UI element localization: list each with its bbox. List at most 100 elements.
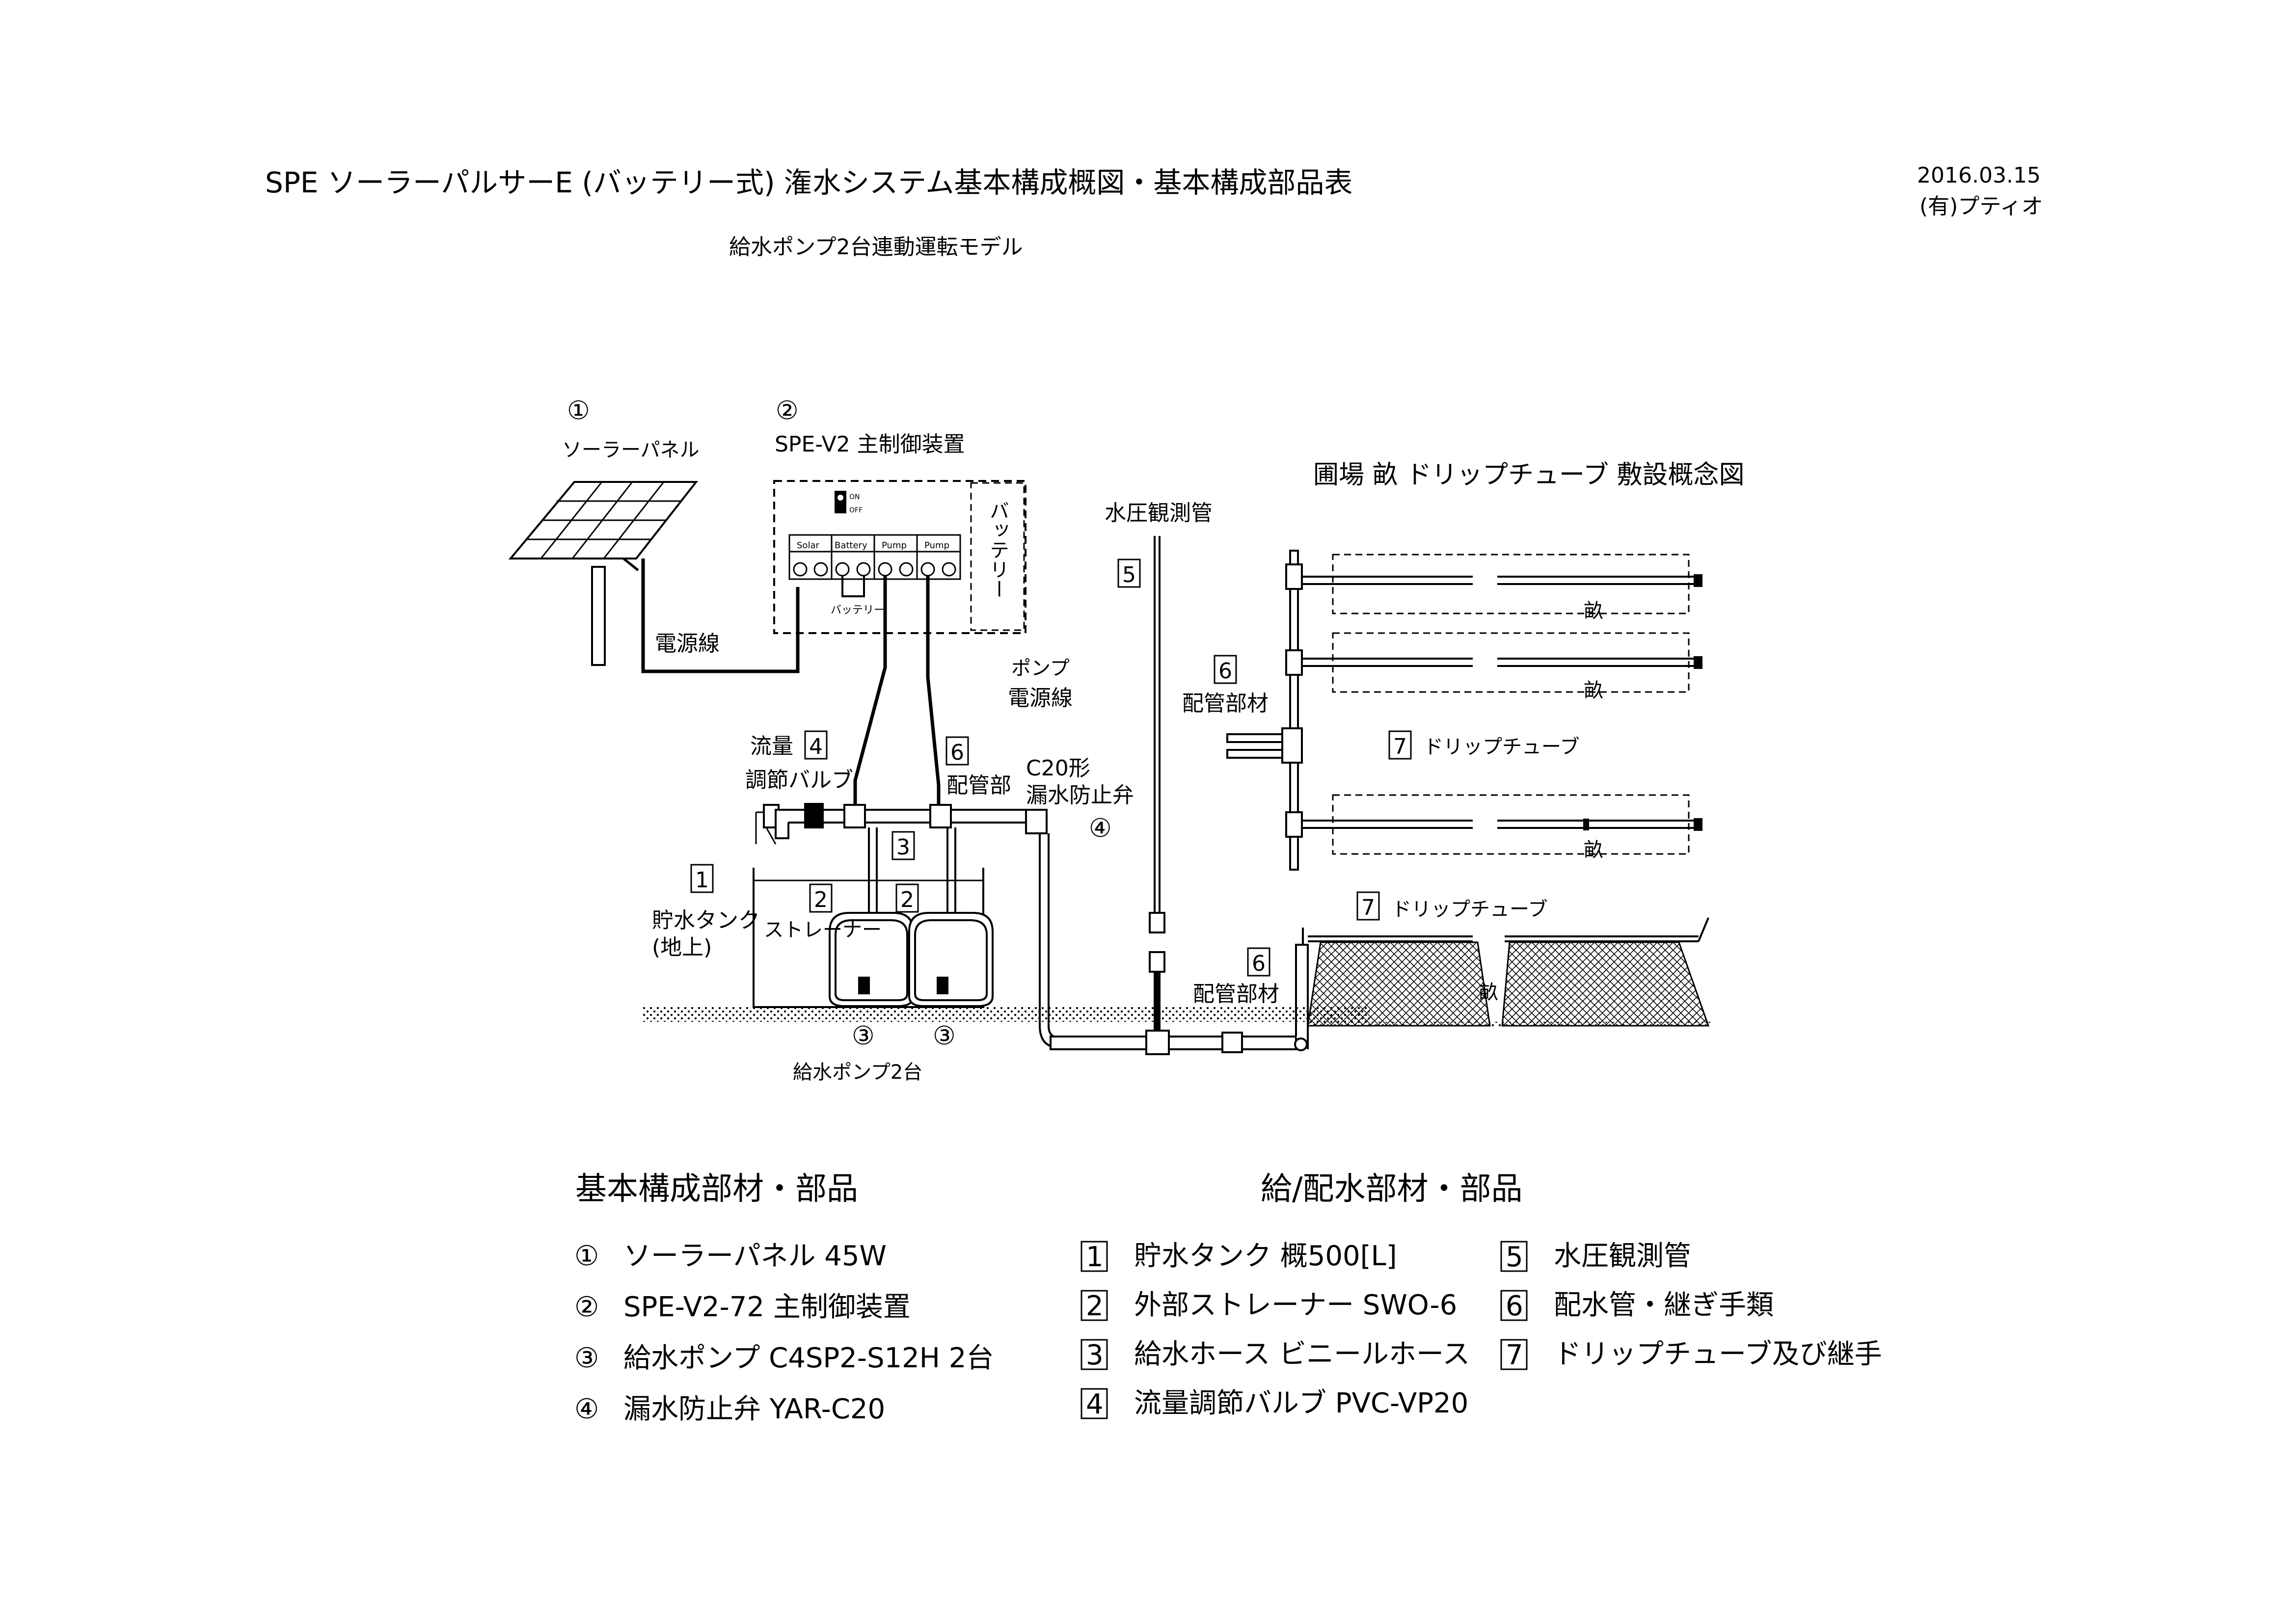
list-item: 6 配水管・継ぎ手類 xyxy=(1500,1289,1774,1322)
svg-text:7: 7 xyxy=(1506,1339,1523,1371)
svg-text:ドリップチューブ及び継手: ドリップチューブ及び継手 xyxy=(1554,1338,1882,1370)
pump-cable-2 xyxy=(926,576,941,815)
terminal-battery-label: Battery xyxy=(835,540,867,551)
svg-text:給水ホース ビニールホース: 給水ホース ビニールホース xyxy=(1134,1338,1470,1370)
power-line-wire xyxy=(641,559,800,673)
check-valve-number: ④ xyxy=(1089,814,1112,843)
page-subtitle: 給水ポンプ2台連動運転モデル xyxy=(729,235,1023,260)
battery-box-label: バッテリー xyxy=(986,501,1009,599)
pressure-observation-tube xyxy=(1149,536,1165,1036)
pump-label: 給水ポンプ2台 xyxy=(793,1061,922,1084)
svg-text:漏水防止弁 YAR-C20: 漏水防止弁 YAR-C20 xyxy=(623,1393,885,1425)
drip-tube-number-b: 7 xyxy=(1356,891,1380,921)
tank-label-2: (地上) xyxy=(652,935,712,960)
pump-number-1: ③ xyxy=(852,1021,875,1051)
battery-wire-label: バッテリー xyxy=(831,604,885,616)
date-label: 2016.03.15 xyxy=(1917,163,2041,188)
battery-wire xyxy=(841,576,865,597)
pump-power-line-label-2: 電源線 xyxy=(1008,686,1073,711)
svg-text:給水ポンプ C4SP2-S12H 2台: 給水ポンプ C4SP2-S12H 2台 xyxy=(623,1342,994,1374)
field-ridge-row-1: 畝 xyxy=(1302,554,1702,622)
piping-part-number-c: 6 xyxy=(1247,947,1270,977)
list-item: 1 貯水タンク 概500[L] xyxy=(1080,1240,1397,1273)
outlet-riser-pipe xyxy=(1039,833,1061,1049)
ridge-label-3: 畝 xyxy=(1584,839,1603,861)
svg-text:1: 1 xyxy=(695,868,709,893)
pump-number-2: ③ xyxy=(933,1021,956,1051)
distribution-pipe xyxy=(1050,928,1309,1055)
ground-soil xyxy=(643,1007,1370,1022)
flow-valve-label-2: 調節バルブ xyxy=(745,768,853,793)
list-item: 5 水圧観測管 xyxy=(1500,1240,1691,1273)
supply-parts-list-right: 5 水圧観測管 6 配水管・継ぎ手類 7 ドリップチューブ及び継手 xyxy=(1500,1240,1882,1371)
terminal-screws xyxy=(793,562,956,577)
terminal-pump2-label: Pump xyxy=(924,540,949,551)
list-item: 2 外部ストレーナー SWO-6 xyxy=(1080,1289,1457,1322)
drip-tube-label-b: ドリップチューブ xyxy=(1392,898,1548,921)
controller-box: バッテリー ON OFF Solar Battery Pump Pump バッテ… xyxy=(773,480,1026,634)
company-label: (有)プティオ xyxy=(1919,194,2043,219)
svg-text:ソーラーパネル 45W: ソーラーパネル 45W xyxy=(623,1240,887,1272)
field-ridge-row-2: 畝 xyxy=(1302,632,1702,702)
svg-text:水圧観測管: 水圧観測管 xyxy=(1554,1240,1691,1272)
power-line-label: 電源線 xyxy=(655,631,720,656)
field-ridge-row-3: 畝 xyxy=(1302,794,1702,861)
svg-text:④: ④ xyxy=(574,1393,599,1425)
svg-text:1: 1 xyxy=(1086,1241,1104,1273)
svg-text:②: ② xyxy=(574,1291,599,1323)
list-item: 4 流量調節バルブ PVC-VP20 xyxy=(1080,1387,1468,1420)
piping-part-label-c: 配管部材 xyxy=(1193,982,1279,1007)
tank-label-1: 貯水タンク xyxy=(652,908,760,933)
page-title: SPE ソーラーパルサーE (バッテリー式) 潅水システム基本構成概図・基本構成… xyxy=(265,166,1352,199)
piping-part-number-b: 6 xyxy=(945,736,969,766)
hose-number: 3 xyxy=(891,831,915,860)
svg-text:4: 4 xyxy=(1086,1388,1104,1420)
terminal-solar-label: Solar xyxy=(797,540,819,551)
svg-text:5: 5 xyxy=(1122,562,1136,587)
piping-part-label-b: 配管部 xyxy=(946,773,1011,798)
svg-text:7: 7 xyxy=(1361,895,1375,920)
svg-text:6: 6 xyxy=(1218,659,1232,684)
list-item: ③ 給水ポンプ C4SP2-S12H 2台 xyxy=(574,1342,994,1374)
field-main-pipe xyxy=(1226,550,1303,871)
pressure-pipe-number: 5 xyxy=(1117,559,1141,588)
svg-text:①: ① xyxy=(574,1240,599,1272)
solar-panel-icon xyxy=(508,481,699,666)
pump-power-line-label-1: ポンプ xyxy=(1011,657,1070,680)
svg-text:4: 4 xyxy=(809,734,823,759)
flow-valve-label-1: 流量 xyxy=(750,734,793,759)
flow-valve-number: 4 xyxy=(804,730,828,760)
solar-panel-label: ソーラーパネル xyxy=(562,439,700,461)
svg-text:2: 2 xyxy=(900,887,914,912)
field-layout-title: 圃場 畝 ドリップチューブ 敷設概念図 xyxy=(1313,460,1744,490)
svg-text:2: 2 xyxy=(1086,1290,1104,1322)
svg-text:SPE-V2-72 主制御装置: SPE-V2-72 主制御装置 xyxy=(623,1291,911,1323)
svg-text:6: 6 xyxy=(1252,951,1266,976)
drip-tube-label-a: ドリップチューブ xyxy=(1424,736,1580,758)
supply-parts-list-left: 1 貯水タンク 概500[L] 2 外部ストレーナー SWO-6 3 給水ホース… xyxy=(1080,1240,1470,1420)
list-item: ① ソーラーパネル 45W xyxy=(574,1240,887,1272)
power-switch-icon: ON OFF xyxy=(835,491,863,514)
strainer-number-1: 2 xyxy=(809,883,833,913)
ridge-section-label: 畝 xyxy=(1479,981,1498,1004)
check-valve-label-2: 漏水防止弁 xyxy=(1026,783,1134,808)
basic-parts-title: 基本構成部材・部品 xyxy=(575,1171,858,1207)
svg-text:5: 5 xyxy=(1506,1241,1523,1273)
piping-part-label-a: 配管部材 xyxy=(1182,691,1269,716)
strainer-label: ストレーナー xyxy=(764,919,882,941)
list-item: 7 ドリップチューブ及び継手 xyxy=(1500,1338,1882,1371)
strainer-number-2: 2 xyxy=(895,883,919,913)
svg-text:3: 3 xyxy=(896,835,910,860)
pump-2-icon xyxy=(937,977,948,994)
pump-1-icon xyxy=(858,977,870,994)
supply-header-pipe xyxy=(755,803,1048,845)
drip-tube-number-a: 7 xyxy=(1388,730,1412,760)
terminal-block xyxy=(788,534,961,580)
list-item: ④ 漏水防止弁 YAR-C20 xyxy=(574,1393,885,1425)
pump-cable-1 xyxy=(853,576,887,815)
svg-text:外部ストレーナー SWO-6: 外部ストレーナー SWO-6 xyxy=(1134,1289,1457,1321)
ridge-label-2: 畝 xyxy=(1584,679,1603,702)
tank-number: 1 xyxy=(690,864,714,893)
svg-text:6: 6 xyxy=(950,740,964,765)
